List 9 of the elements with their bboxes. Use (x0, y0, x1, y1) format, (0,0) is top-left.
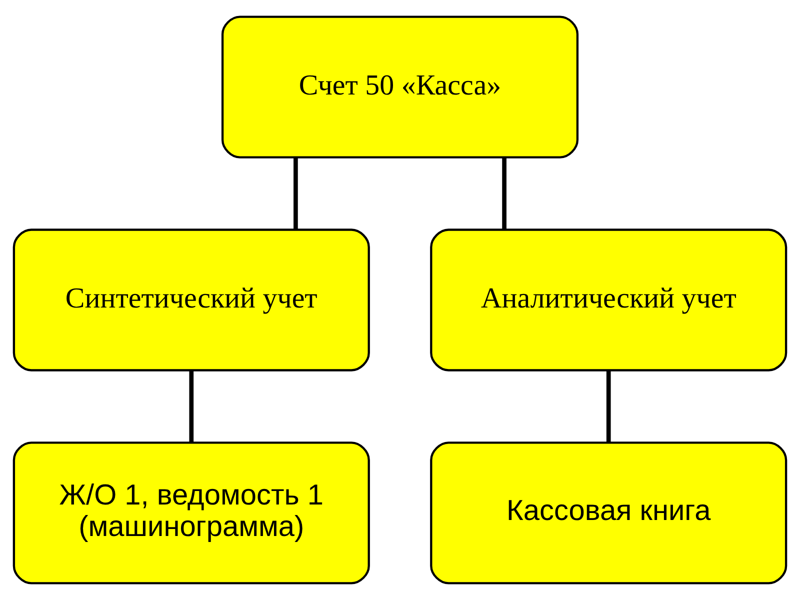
connector (189, 370, 194, 442)
node-box: Ж/О 1, ведомость 1 (машинограмма) (12, 442, 370, 584)
node-box: Кассовая книга (430, 442, 788, 584)
connector (294, 157, 298, 230)
connector (606, 370, 611, 442)
node-box: Аналитический учет (430, 228, 788, 372)
connector (502, 157, 506, 230)
node-box: Синтетический учет (12, 228, 370, 372)
node-box: Счет 50 «Касса» (221, 16, 579, 158)
